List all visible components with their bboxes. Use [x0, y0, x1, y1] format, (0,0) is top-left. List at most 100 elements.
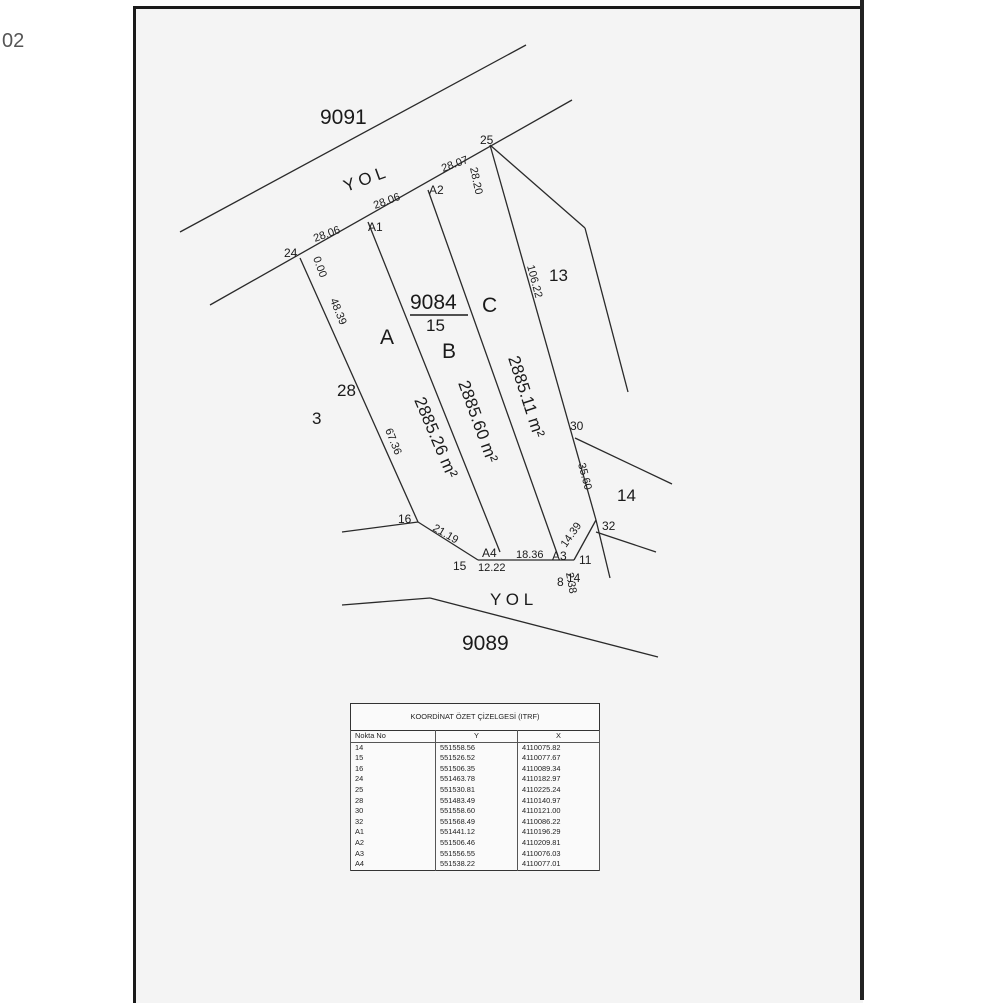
point-30-label: 30 [570, 419, 584, 433]
cell-y: 551530.81 [435, 784, 518, 796]
corner-page-number: 02 [2, 30, 25, 52]
parcel-3-label: 3 [312, 409, 321, 428]
dim-25-offset: 28.20 [467, 166, 484, 195]
cell-y: 551483.49 [435, 795, 518, 807]
cell-y: 551441.12 [435, 827, 518, 838]
point-24-label: 24 [284, 246, 298, 260]
point-11-label: 11 [579, 553, 592, 567]
dim-a3-32: 14.39 [559, 520, 585, 549]
parcel-west-edge [299, 257, 419, 523]
cell-y: 551556.55 [435, 848, 518, 860]
cell-point: 25 [349, 784, 437, 796]
road-bottom-north-edge-right [429, 597, 659, 658]
subdivision-a-label: A [380, 326, 394, 349]
cell-point: 24 [349, 774, 437, 785]
cell-point: 16 [349, 763, 437, 775]
cell-x: 4110121.00 [517, 806, 600, 817]
point-8-label: 8 [557, 575, 564, 589]
cell-point: A1 [349, 827, 437, 838]
cell-point: A3 [349, 848, 437, 860]
cell-y: 551558.56 [435, 742, 518, 754]
sheet-top-margin [133, 0, 864, 6]
neighbour-13-north-edge [489, 144, 586, 229]
cell-x: 4110086.22 [517, 816, 600, 828]
cell-y: 551558.60 [435, 806, 518, 817]
neighbour-30-boundary [574, 437, 673, 485]
dim-16-15: 21.19 [431, 522, 461, 546]
cell-x: 4110076.03 [517, 848, 600, 860]
parcel-28-label: 28 [337, 381, 356, 400]
parcel-east-tail [595, 519, 611, 579]
plan-linework [179, 44, 673, 658]
cell-x: 4110182.97 [517, 774, 600, 785]
cell-x: 4110196.29 [517, 827, 600, 838]
point-25-label: 25 [480, 133, 494, 147]
dim-a4-a3: 18.36 [516, 549, 544, 561]
division-line-a2-a3 [427, 189, 559, 557]
point-a1-label: A1 [368, 220, 383, 234]
cell-x: 4110077.67 [517, 753, 600, 764]
subdivision-b-label: B [442, 340, 456, 363]
neighbour-16-boundary [341, 521, 419, 533]
parcel-southeast-edge [573, 519, 597, 561]
dim-a2-25-top: 28.07 [440, 154, 470, 175]
point-14-label: 14 [567, 571, 581, 585]
neighbour-13-east-edge [584, 227, 629, 393]
header-point-no: Nokta No [349, 730, 437, 743]
point-a4-label: A4 [482, 546, 497, 560]
road-bottom-north-edge-left [341, 597, 431, 606]
division-line-a1-a4 [367, 221, 501, 553]
dim-14-a3: 2.38 [563, 571, 579, 594]
parcel-9089-label: 9089 [462, 632, 509, 655]
road-top-north-edge [179, 44, 527, 233]
parcel-southwest-edge [417, 521, 479, 561]
dim-a1-a2-top: 28.06 [372, 191, 402, 212]
point-15-label: 15 [453, 559, 467, 573]
parcel-13-label: 13 [549, 266, 568, 285]
dim-24-28: 48.39 [327, 297, 348, 327]
point-a3-label: A3 [552, 549, 567, 563]
lot-15-label: 15 [426, 316, 445, 335]
cell-point: 28 [349, 795, 437, 807]
neighbour-32-boundary [595, 531, 657, 553]
cell-point: A4 [349, 859, 437, 871]
cell-y: 551526.52 [435, 753, 518, 764]
road-top-label: Y O L [341, 163, 388, 196]
cell-y: 551506.46 [435, 837, 518, 849]
dim-30-32: 35.60 [575, 462, 594, 492]
table-header-row: Nokta No Y X [349, 730, 600, 743]
dim-15-a4: 12.22 [478, 562, 506, 574]
dim-25-30: 106.22 [524, 264, 544, 300]
point-a2-label: A2 [429, 183, 444, 197]
header-x: X [517, 730, 600, 743]
road-top-south-edge [209, 99, 573, 306]
sheet-right-edge [860, 0, 864, 1000]
cell-x: 4110225.24 [517, 784, 600, 796]
cell-point: 32 [349, 816, 437, 828]
cell-point: 14 [349, 742, 437, 754]
cell-x: 4110140.97 [517, 795, 600, 807]
cell-x: 4110089.34 [517, 763, 600, 775]
point-16-label: 16 [398, 512, 412, 526]
parcel-14-label: 14 [617, 486, 636, 505]
cell-y: 551538.22 [435, 859, 518, 871]
cell-x: 4110075.82 [517, 742, 600, 754]
header-y: Y [435, 730, 518, 743]
subdivision-c-label: C [482, 294, 497, 317]
coordinate-summary-table: KOORDİNAT ÖZET ÇİZELGESİ (ITRF) Nokta No… [349, 703, 600, 871]
cell-point: 15 [349, 753, 437, 764]
area-c-label: 2885.11 m² [504, 353, 548, 440]
parcel-9084-label: 9084 [410, 291, 457, 314]
dim-24-zero: 0.00 [310, 255, 329, 279]
table-title: KOORDİNAT ÖZET ÇİZELGESİ (ITRF) [350, 703, 600, 730]
